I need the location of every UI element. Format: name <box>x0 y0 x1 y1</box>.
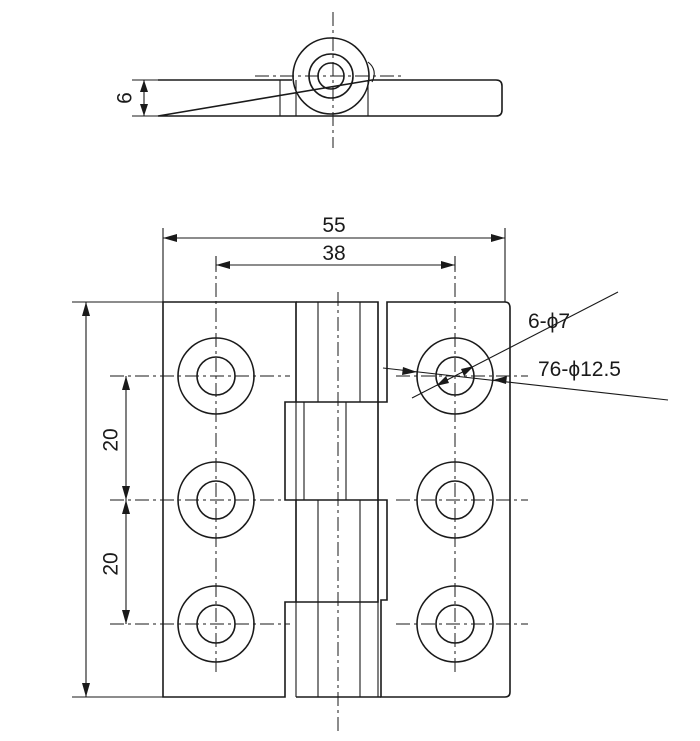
dim-thickness: 6 <box>114 79 158 117</box>
dim-hole-diameter-label: 6-ϕ7 <box>528 310 570 333</box>
knuckle-tail <box>367 61 375 83</box>
right-leaf <box>377 301 511 698</box>
dim-overall-width-label: 55 <box>322 214 345 237</box>
leader-counterbore-diameter <box>382 367 669 401</box>
dim-hole-spacing-width: 38 <box>215 242 456 270</box>
dim-hole-leaders: 6-ϕ7 76-ϕ12.5 <box>382 291 669 401</box>
knuckle-pin-inner <box>317 62 345 90</box>
dim-overall-width: 55 <box>162 214 506 302</box>
dim-hole-pitch-lower-label: 20 <box>100 552 123 575</box>
dim-overall-height <box>72 301 163 698</box>
top-view: 6 <box>114 12 503 148</box>
knuckle-outer <box>292 37 370 115</box>
dim-hole-pitch-upper-label: 20 <box>100 428 123 451</box>
knuckle-pin-outer <box>308 53 354 99</box>
dim-hole-pitch: 20 20 <box>100 376 130 624</box>
hole-centerlines <box>110 258 528 672</box>
top-view-leaf <box>157 79 503 117</box>
dim-counterbore-diameter-label: 76-ϕ12.5 <box>538 358 621 381</box>
dim-hole-spacing-label: 38 <box>322 242 345 265</box>
dim-thickness-label: 6 <box>114 92 137 104</box>
front-view: 55 38 20 20 <box>72 214 669 732</box>
